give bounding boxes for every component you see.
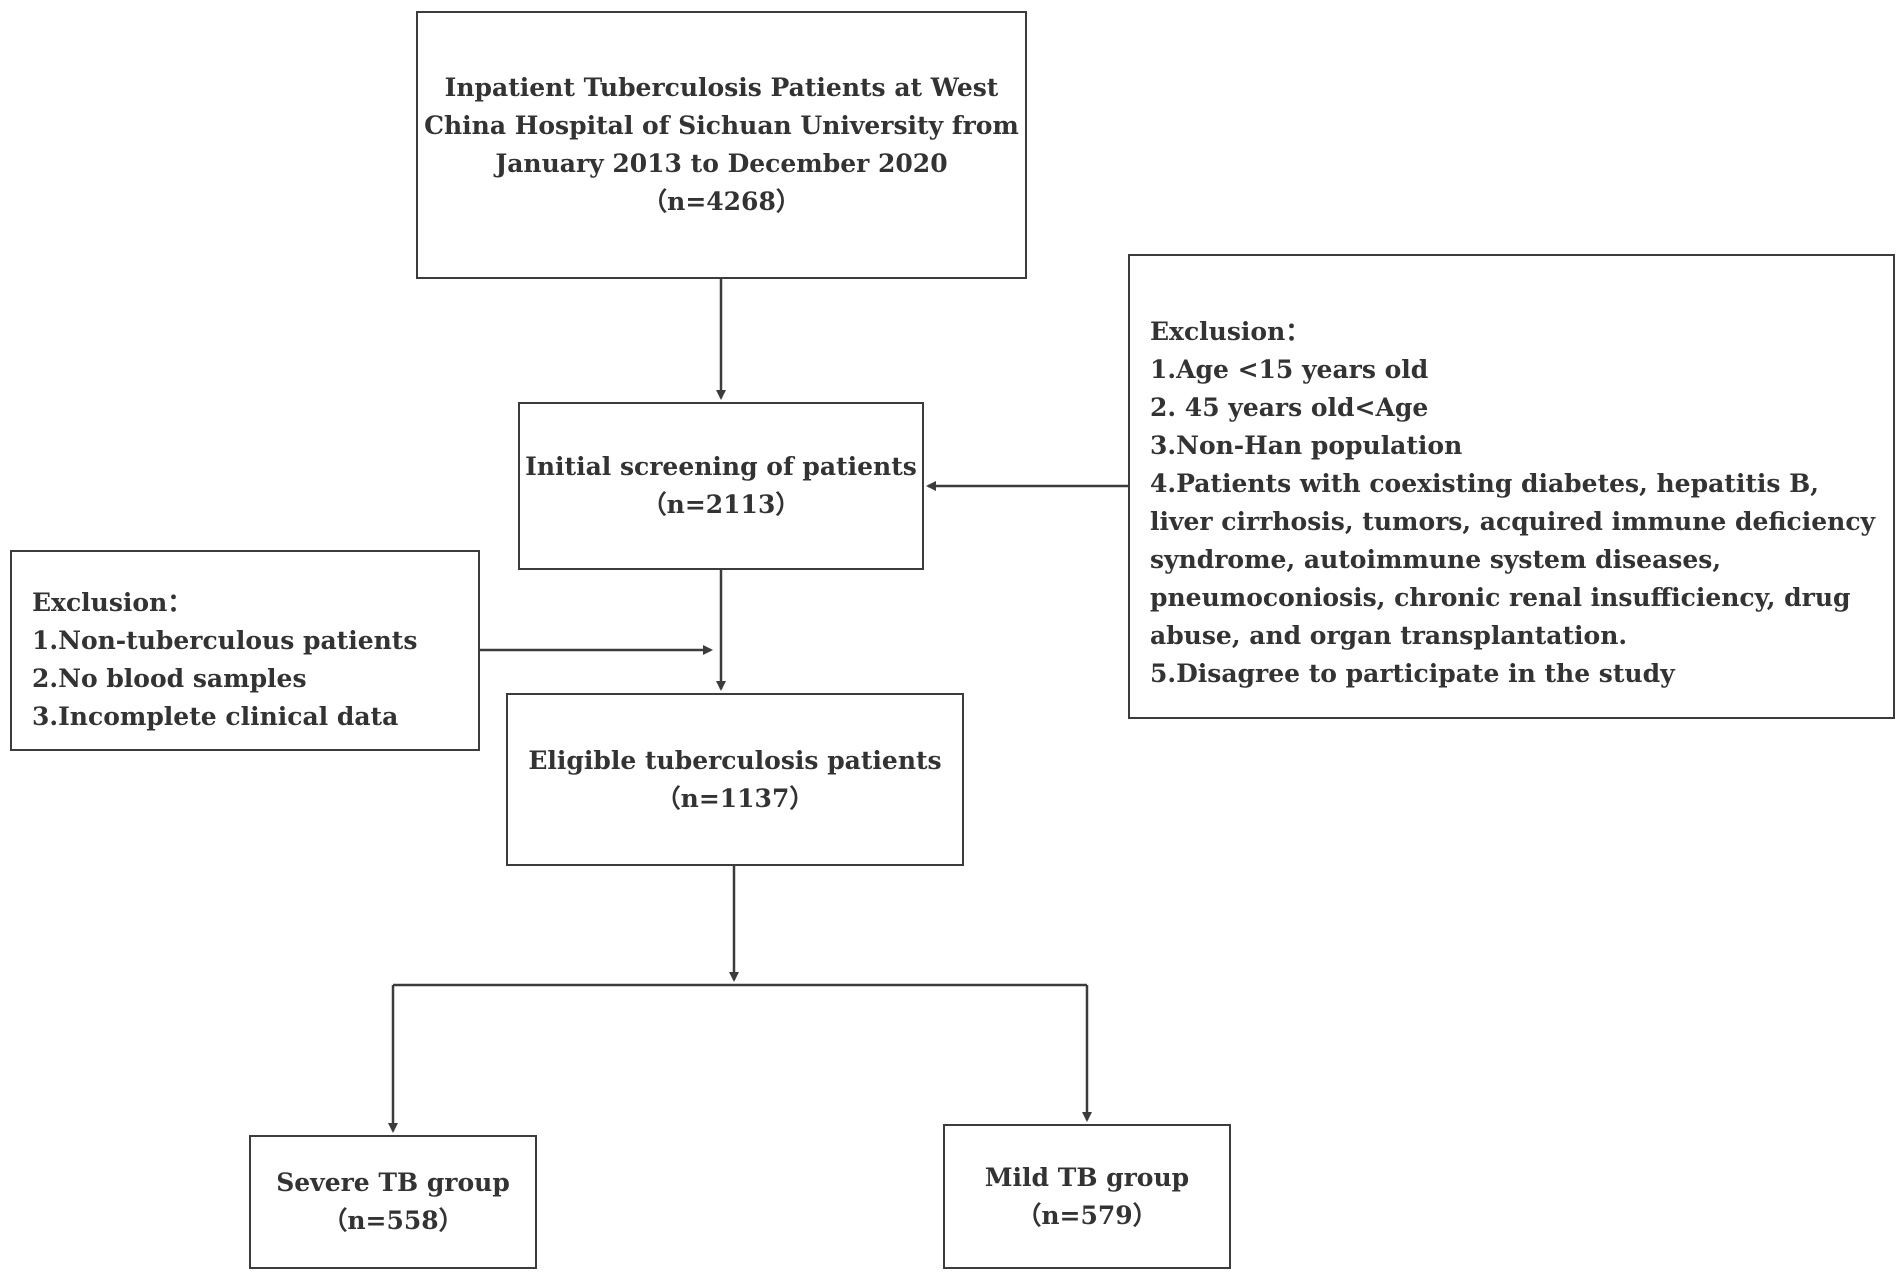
mild-count: （n=579） — [1016, 1200, 1158, 1230]
source-population-box: Inpatient Tuberculosis Patients at West … — [416, 11, 1027, 279]
eligible-count: （n=1137） — [655, 783, 815, 813]
source-count: （n=4268） — [642, 187, 801, 216]
exclusion-left-heading: Exclusion： — [32, 588, 193, 617]
exclusion-left-item-1: 1.Non-tuberculous patients — [32, 626, 418, 655]
exclusion-right-item-3: 3.Non-Han population — [1150, 431, 1463, 460]
source-line-2: China Hospital of Sichuan University fro… — [424, 111, 1019, 140]
source-line-3: January 2013 to December 2020 — [495, 149, 948, 178]
eligible-patients-box: Eligible tuberculosis patients （n=1137） — [506, 693, 964, 866]
severe-title: Severe TB group — [276, 1168, 510, 1197]
exclusion-criteria-left-box: Exclusion： 1.Non-tuberculous patients 2.… — [10, 550, 480, 751]
screening-count: （n=2113） — [641, 490, 801, 519]
initial-screening-box: Initial screening of patients （n=2113） — [518, 402, 924, 570]
severe-count: （n=558） — [322, 1206, 464, 1235]
exclusion-right-heading: Exclusion： — [1150, 317, 1311, 346]
mild-title: Mild TB group — [984, 1162, 1190, 1192]
source-line-1: Inpatient Tuberculosis Patients at West — [444, 73, 999, 102]
exclusion-right-item-2: 2. 45 years old<Age — [1150, 393, 1429, 422]
exclusion-left-item-2: 2.No blood samples — [32, 664, 307, 693]
exclusion-right-item-1: 1.Age <15 years old — [1150, 355, 1429, 384]
exclusion-left-item-3: 3.Incomplete clinical data — [32, 702, 399, 731]
screening-title: Initial screening of patients — [525, 452, 917, 481]
exclusion-right-item-5: 5.Disagree to participate in the study — [1150, 659, 1675, 688]
mild-tb-group-box: Mild TB group （n=579） — [943, 1124, 1231, 1269]
exclusion-criteria-right-box: Exclusion： 1.Age <15 years old 2. 45 yea… — [1128, 254, 1895, 719]
exclusion-right-item-4: 4.Patients with coexisting diabetes, hep… — [1150, 469, 1876, 650]
eligible-title: Eligible tuberculosis patients — [528, 745, 942, 775]
severe-tb-group-box: Severe TB group （n=558） — [249, 1135, 537, 1269]
